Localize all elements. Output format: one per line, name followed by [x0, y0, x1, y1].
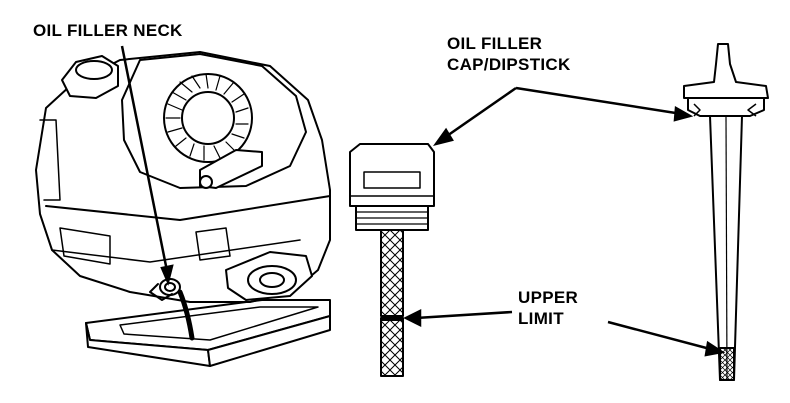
engine — [35, 51, 331, 367]
leader-upper-limit — [403, 308, 726, 357]
leader-oil-filler-neck — [120, 45, 174, 286]
label-oil-filler-cap-dipstick: OIL FILLER CAP/DIPSTICK — [447, 33, 571, 75]
cap-dipstick-long — [683, 43, 769, 381]
label-upper-line-2: LIMIT — [518, 309, 564, 328]
label-cap-line-1: OIL FILLER — [447, 34, 543, 53]
drain-pan — [85, 299, 331, 367]
cap-dipstick-short — [349, 143, 435, 377]
label-upper-line-1: UPPER — [518, 288, 579, 307]
leader-cap-dipstick — [433, 86, 694, 147]
label-oil-filler-neck-text: OIL FILLER NECK — [33, 21, 183, 40]
label-oil-filler-neck: OIL FILLER NECK — [33, 20, 183, 41]
label-cap-line-2: CAP/DIPSTICK — [447, 55, 571, 74]
label-upper-limit: UPPER LIMIT — [518, 287, 578, 329]
